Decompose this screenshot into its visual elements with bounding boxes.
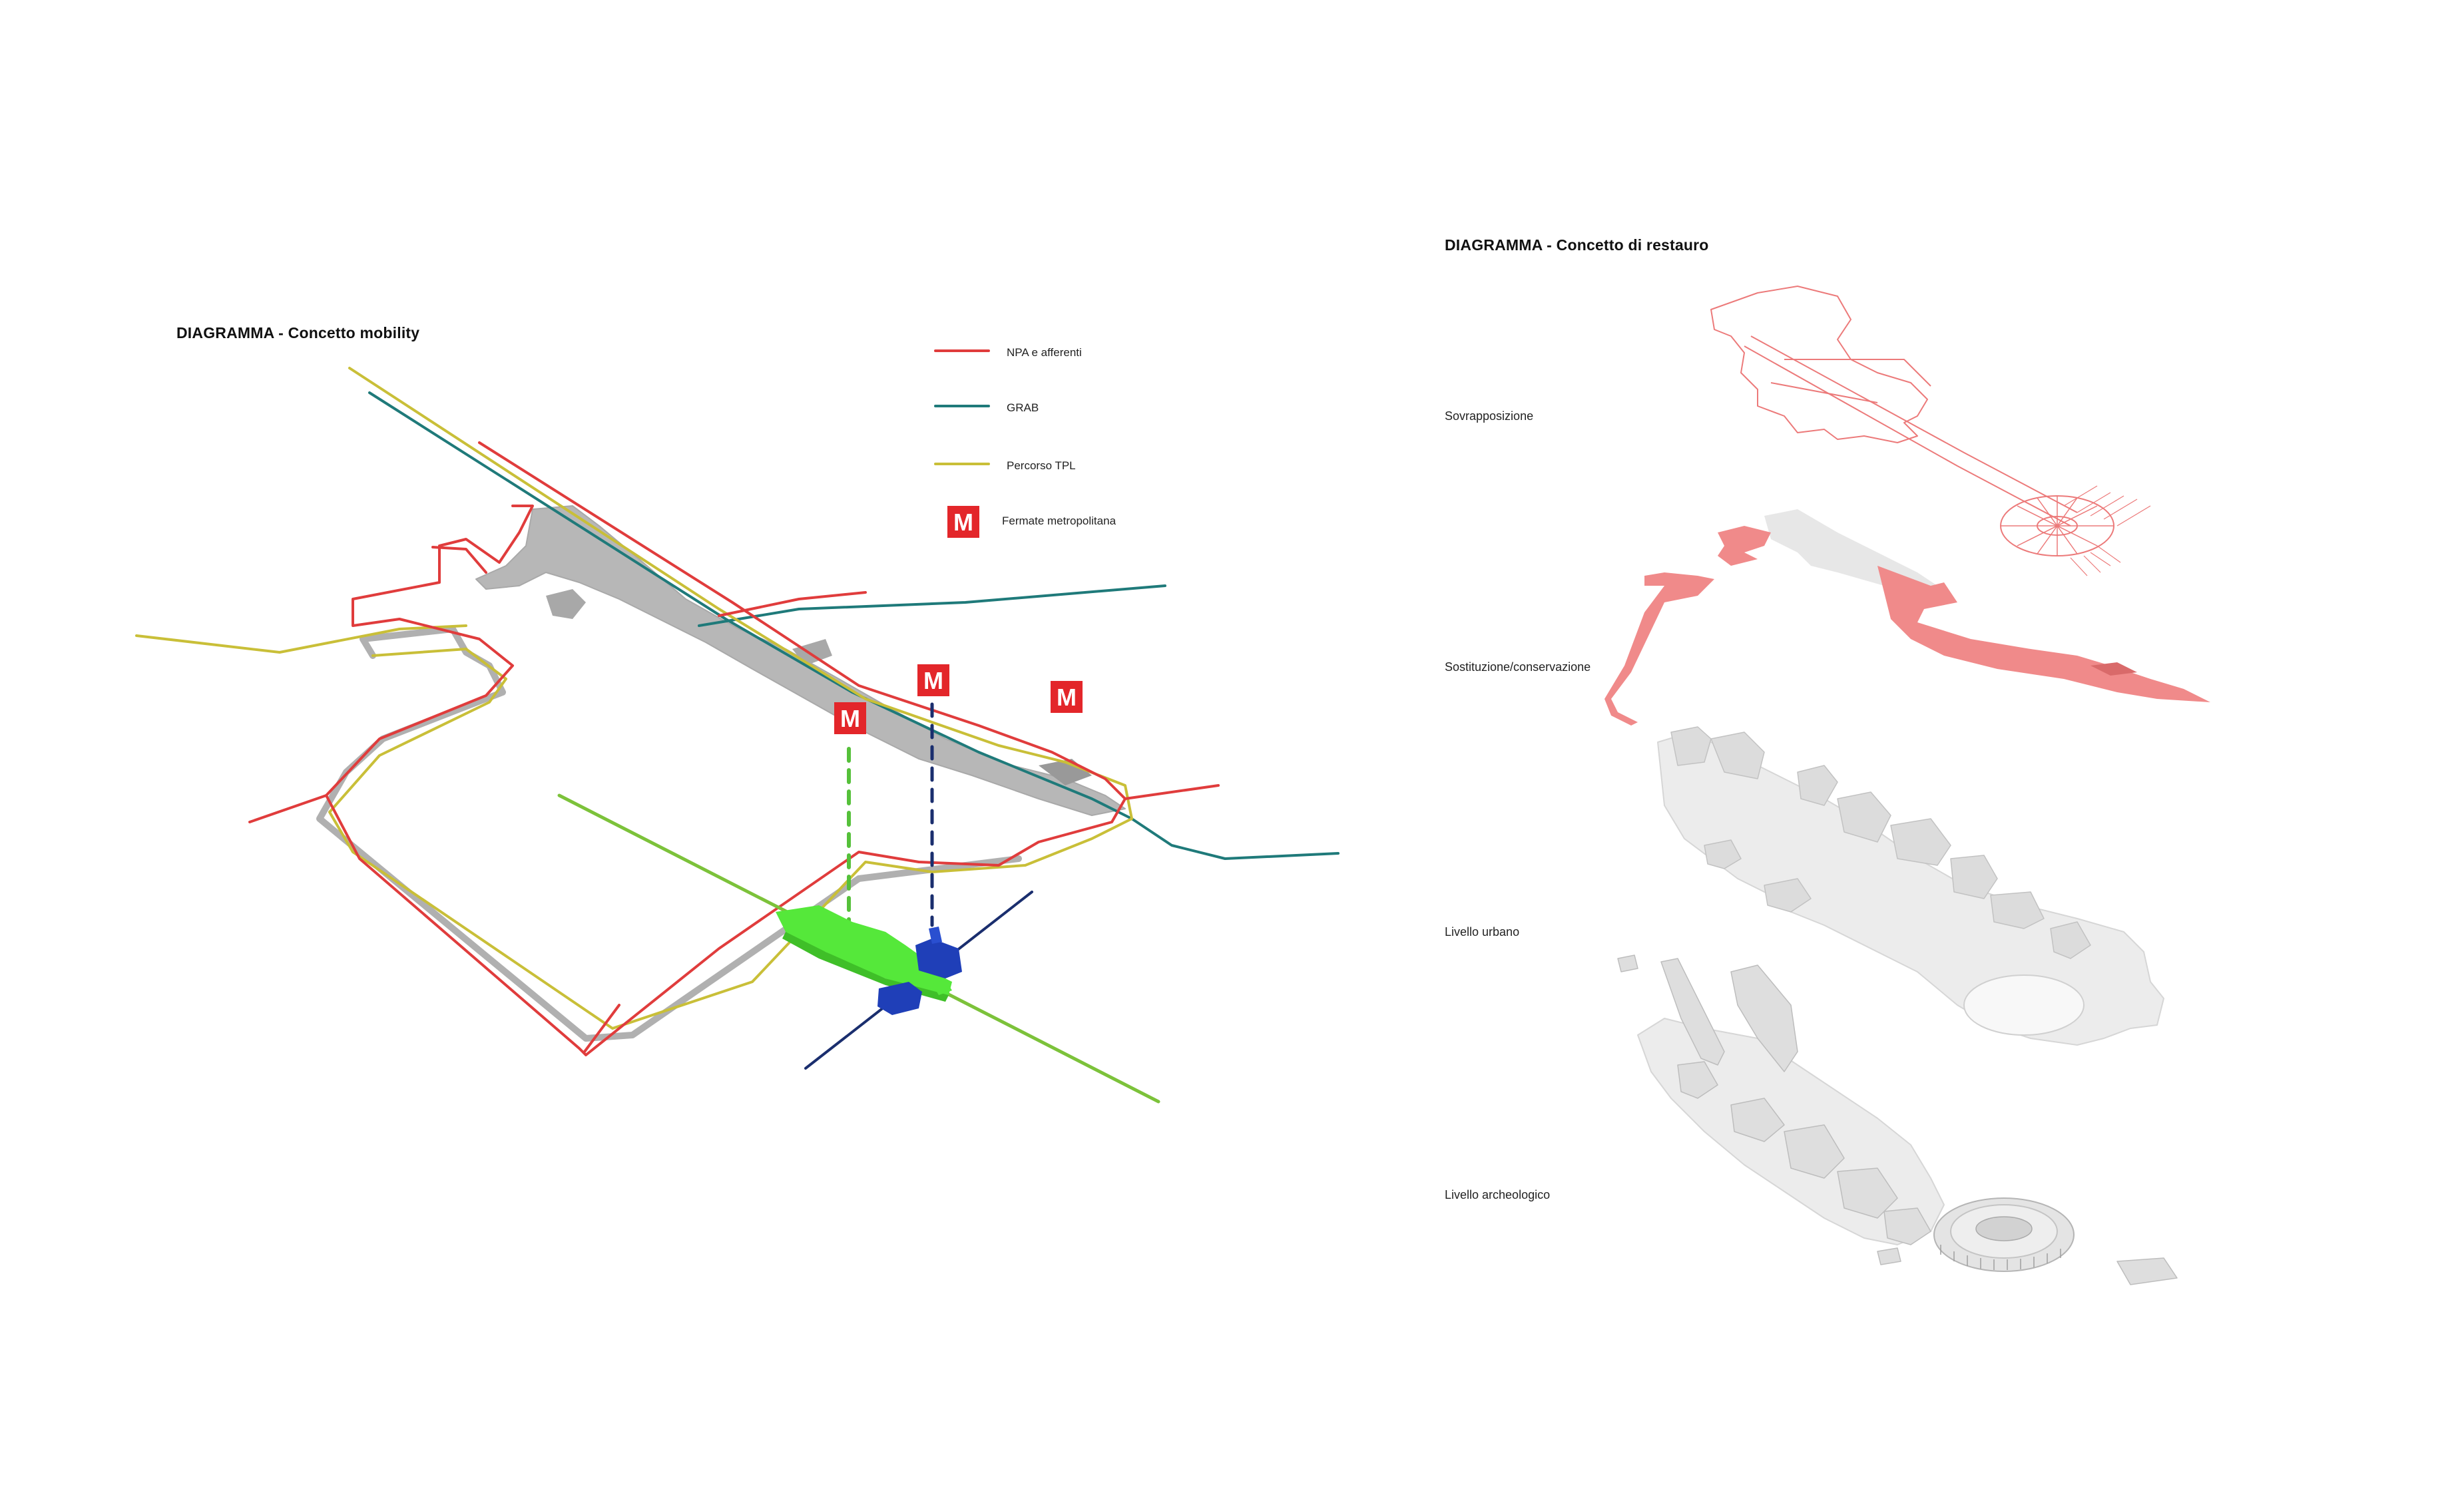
grab-line-main [368, 391, 1340, 860]
overlay-axis-1 [1750, 335, 2078, 513]
metro-glyph: M [953, 509, 973, 536]
npa-line-south-stub [583, 1004, 620, 1053]
archaeo-fragment-1 [1617, 955, 1638, 972]
urban-block-9 [1764, 878, 1812, 913]
archaeo-fragment-2 [1877, 1247, 1901, 1265]
layer-livello-archeologico [1617, 955, 2178, 1285]
mobility-diagram-title: DIAGRAMMA - Concetto mobility [176, 324, 420, 341]
urban-ground-plate [1657, 732, 2164, 1046]
archaeo-ruin-2 [1730, 1098, 1785, 1142]
metro-glyph: M [840, 705, 860, 732]
blue-station-lower [877, 982, 922, 1015]
layer-sovrapposizione [1710, 286, 2151, 576]
layer-sostituzione [1604, 509, 2210, 726]
layer-label-sostituzione: Sostituzione/conservazione [1445, 660, 1591, 674]
archaeo-ruin-4 [1837, 1167, 1898, 1219]
green-station-volume [776, 905, 952, 995]
npa-line-west-stub [248, 794, 328, 823]
grab-route [368, 391, 1340, 860]
pink-band-west [1604, 572, 1714, 726]
overlay-axis-2 [1744, 345, 2071, 527]
restauro-diagram-title: DIAGRAMMA - Concetto di restauro [1445, 236, 1709, 254]
metro-glyph: M [1057, 684, 1077, 711]
npa-line-branch [718, 591, 867, 617]
gray-building-1 [546, 589, 586, 619]
archaeo-ruins [1617, 955, 2178, 1285]
urban-block-7 [1990, 891, 2045, 929]
urban-block-10 [1704, 839, 1742, 869]
metro-icon [834, 702, 866, 734]
layer-label-livello-archeologico: Livello archeologico [1445, 1188, 1551, 1201]
legend-label-grab: GRAB [1007, 401, 1039, 414]
npa-line-loop [325, 441, 1126, 1056]
urban-block-8 [2050, 921, 2091, 959]
gray-footprint [316, 505, 1126, 1042]
colosseum-arena [1975, 1216, 2033, 1241]
metro-icon [917, 664, 949, 696]
overlay-hatch [2063, 485, 2151, 576]
pink-band-main [1877, 566, 2210, 702]
restauro-diagram [1604, 286, 2210, 1285]
archaeo-ruin-1 [1677, 1061, 1718, 1099]
npa-route [248, 441, 1220, 1056]
archaeo-strip-2 [1730, 964, 1798, 1072]
pink-band-left-hook [1718, 526, 1771, 566]
overlay-outline [1710, 286, 1928, 443]
layer-livello-urbano [1657, 726, 2164, 1046]
urban-block-2 [1710, 732, 1765, 779]
tpl-line-loop [328, 367, 1133, 1030]
overlay-axis-3 [1784, 359, 1931, 387]
metro-glyph: M [923, 667, 943, 694]
overlay-axis-4 [1770, 382, 1878, 403]
urban-block-4 [1837, 791, 1891, 843]
urban-block-3 [1797, 765, 1838, 806]
archaeo-fragment-3 [2116, 1257, 2178, 1285]
urban-buildings [1670, 726, 2091, 959]
archaeo-strip-1 [1660, 958, 1725, 1066]
metro-icon [1051, 681, 1083, 713]
layer-label-livello-urbano: Livello urbano [1445, 925, 1520, 939]
legend-label-metro: Fermate metropolitana [1002, 515, 1116, 527]
metro-stop-2: M [917, 664, 949, 696]
urban-block-6 [1950, 855, 1998, 899]
urban-block-1 [1670, 726, 1712, 766]
urban-colosseum-void [1963, 974, 2085, 1036]
metro-stop-3: M [1051, 681, 1083, 713]
urban-block-5 [1890, 818, 1951, 866]
grab-line-branch [698, 584, 1166, 627]
blue-station-upper-top [929, 927, 942, 944]
mobility-diagram: M M M M [135, 349, 1340, 1104]
overlay-colosseum-radials [2001, 496, 2114, 556]
colosseum-arches [1940, 1245, 2061, 1270]
npa-line-west-loop [431, 546, 487, 574]
legend-metro-icon [947, 506, 979, 538]
underground-stations [776, 905, 962, 1015]
green-station-ring [932, 980, 952, 995]
layer-label-sovrapposizione: Sovrapposizione [1445, 409, 1534, 423]
legend-label-npa: NPA e afferenti [1007, 346, 1082, 359]
mobility-legend: M [934, 349, 990, 538]
metro-stop-1: M [834, 702, 866, 734]
blue-station-upper [915, 939, 962, 978]
archaeo-colosseum [1933, 1197, 2075, 1272]
archaeo-ruin-3 [1784, 1124, 1845, 1179]
archaeo-ruin-5 [1883, 1207, 1931, 1245]
legend-label-tpl: Percorso TPL [1007, 459, 1076, 472]
npa-line-east-stub [1124, 784, 1220, 800]
pink-band-tail [2091, 662, 2137, 676]
